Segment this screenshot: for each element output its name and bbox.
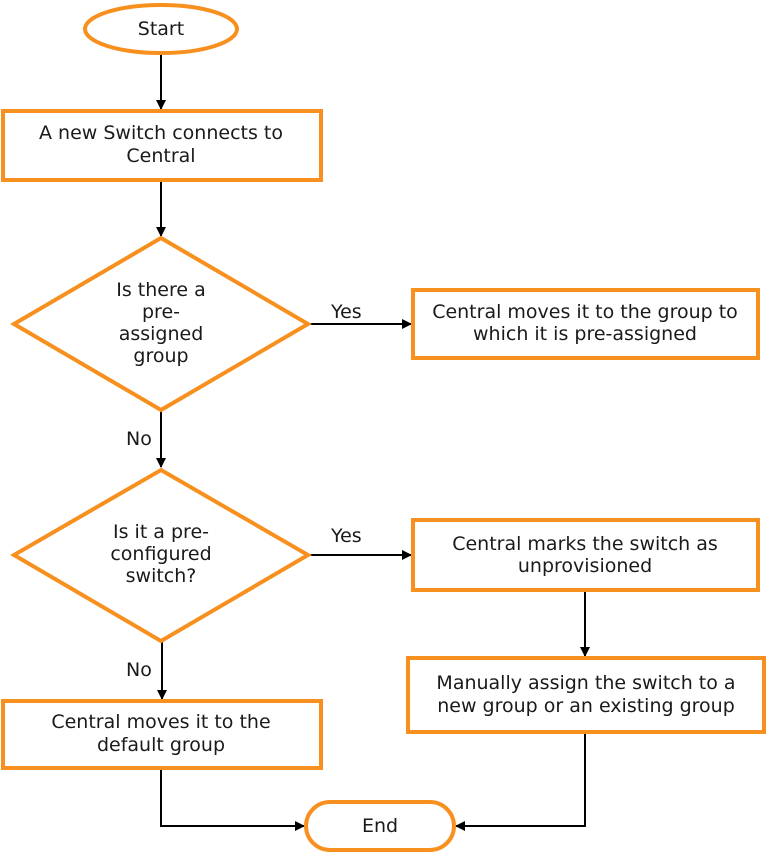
decision-preassigned-node: Is there a pre- assigned group bbox=[10, 235, 312, 413]
decision-preconfigured-label-line-2: configured bbox=[110, 543, 211, 565]
end-node-label: End bbox=[362, 815, 398, 837]
move-default-label-line-1: Central moves it to the bbox=[51, 711, 270, 733]
mark-unprovisioned-label-line-1: Central marks the switch as bbox=[452, 533, 718, 555]
mark-unprovisioned-node: Central marks the switch as unprovisione… bbox=[411, 518, 760, 592]
decision-preconfigured-label-line-1: Is it a pre- bbox=[113, 521, 209, 543]
end-node: End bbox=[304, 800, 456, 852]
edge-label-preassigned-yes: Yes bbox=[330, 301, 362, 323]
manual-assign-label-line-1: Manually assign the switch to a bbox=[436, 672, 735, 694]
move-preassigned-node: Central moves it to the group to which i… bbox=[411, 288, 760, 360]
decision-preassigned-label-line-3: assigned bbox=[119, 323, 204, 345]
edge-label-preconfigured-yes: Yes bbox=[330, 525, 362, 547]
new-switch-node: A new Switch connects to Central bbox=[1, 109, 323, 182]
move-preassigned-label-line-2: which it is pre-assigned bbox=[473, 323, 697, 345]
mark-unprovisioned-label-line-2: unprovisioned bbox=[518, 555, 652, 577]
decision-preconfigured-label-line-3: switch? bbox=[126, 565, 197, 587]
decision-preassigned-label-line-2: pre- bbox=[142, 301, 180, 323]
decision-preassigned-label-line-4: group bbox=[133, 345, 188, 367]
move-preassigned-label-line-1: Central moves it to the group to bbox=[432, 301, 738, 323]
connector-move-default-to-end bbox=[160, 770, 305, 831]
start-node: Start bbox=[83, 3, 239, 55]
connector-manual-assign-to-end bbox=[455, 734, 586, 831]
new-switch-label-line-1: A new Switch connects to bbox=[39, 122, 283, 144]
manual-assign-node: Manually assign the switch to a new grou… bbox=[406, 656, 766, 734]
move-default-label-line-2: default group bbox=[97, 734, 225, 756]
edge-label-preconfigured-no: No bbox=[126, 659, 152, 681]
decision-preassigned-label-line-1: Is there a bbox=[116, 279, 206, 301]
manual-assign-label-line-2: new group or an existing group bbox=[437, 695, 735, 717]
edge-label-preassigned-no: No bbox=[126, 428, 152, 450]
connectors bbox=[156, 54, 590, 831]
new-switch-label-line-2: Central bbox=[126, 145, 195, 167]
start-node-label: Start bbox=[138, 18, 184, 40]
decision-preconfigured-node: Is it a pre- configured switch? bbox=[10, 467, 312, 644]
move-default-node: Central moves it to the default group bbox=[1, 699, 323, 770]
